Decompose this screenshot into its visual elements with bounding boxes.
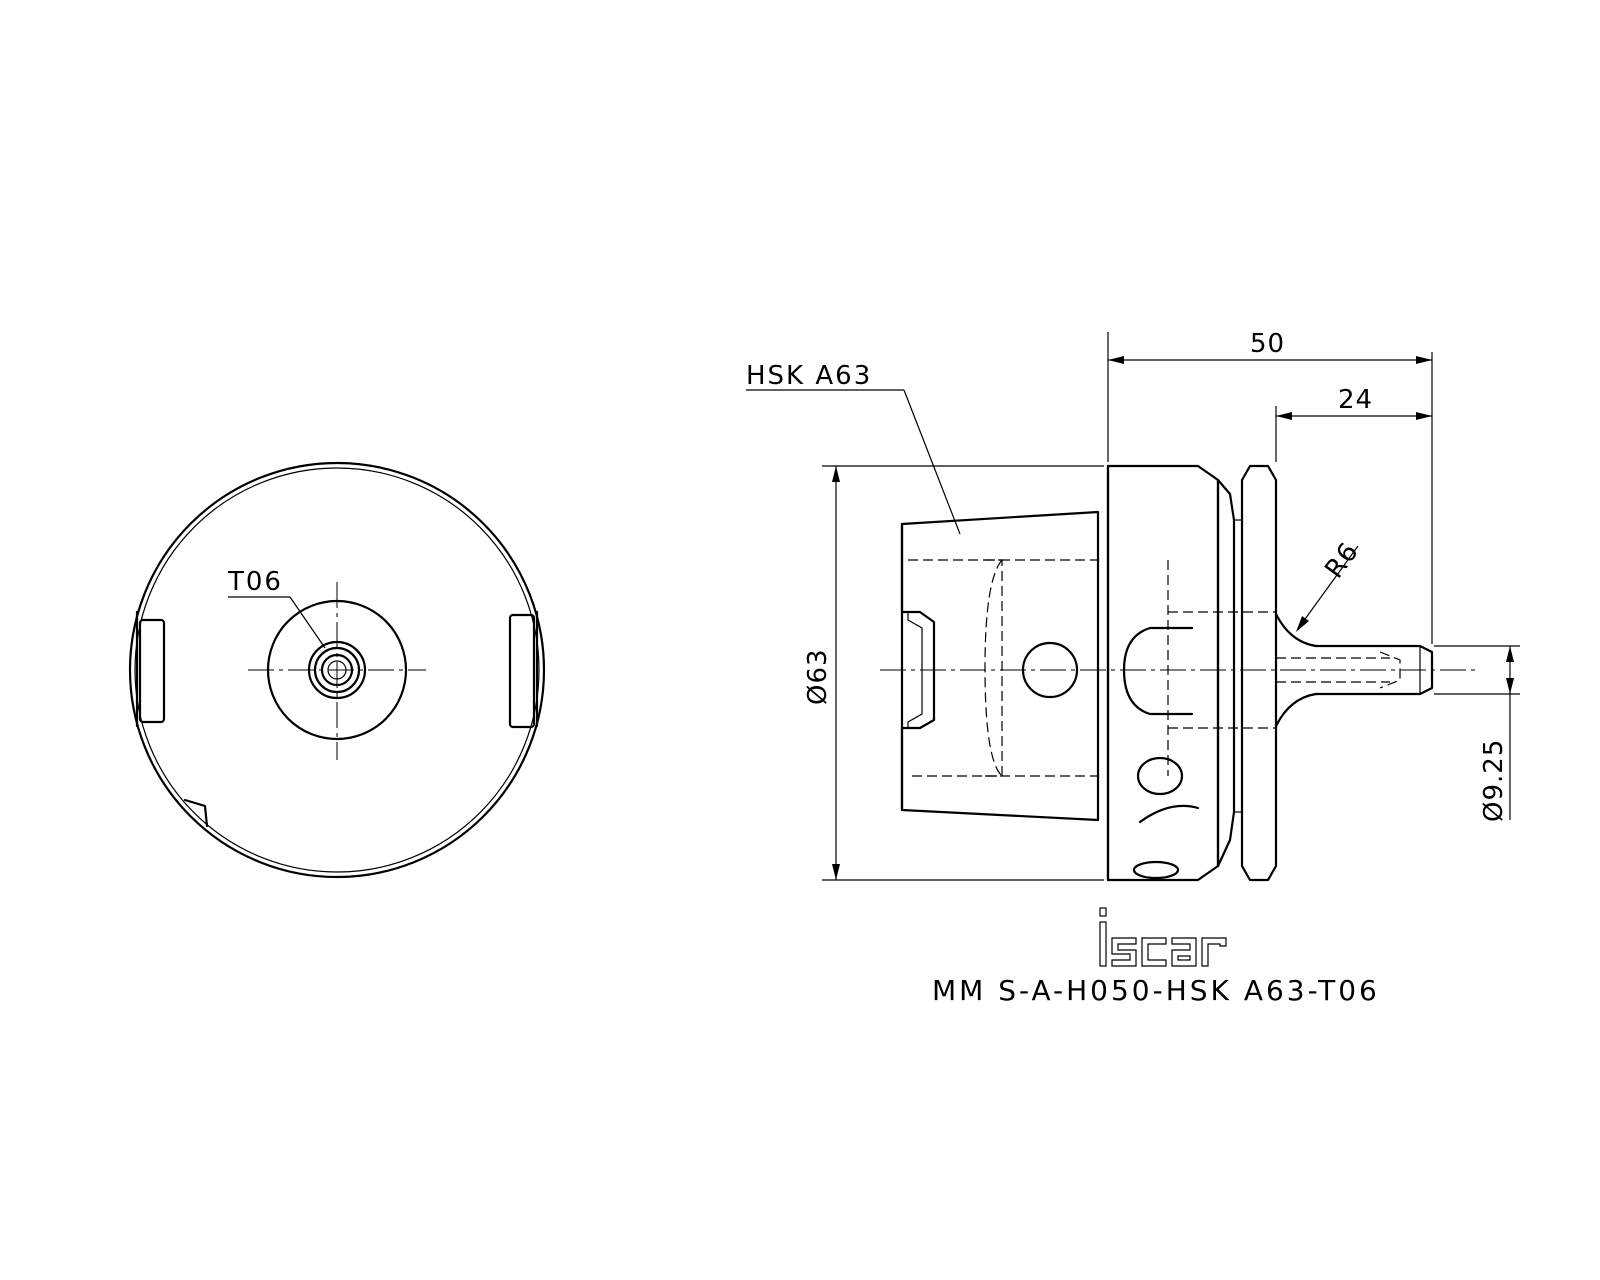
front-left-key [138,618,166,724]
flange-hole [1136,756,1184,796]
dim-radius: R6 [1319,537,1365,584]
dim-neck-length: 24 [1338,385,1373,415]
side-view [880,464,1480,882]
r6-leader [1299,545,1359,627]
dim-body-diameter: Ø63 [803,648,833,705]
hsk-leader [903,389,961,535]
part-number: MM S-A-H050-HSK A63-T06 [932,974,1380,1007]
dim-overall-length: 50 [1250,329,1285,359]
front-outer-circle [128,461,546,879]
t06-leader [289,596,326,649]
v-groove-left [1216,478,1236,868]
logo-i [1099,921,1107,967]
dim925-arrow-bottom [1506,678,1514,694]
taper-label: HSK A63 [746,361,872,391]
dim63-arrow-bottom [832,864,840,880]
logo-a [1171,937,1197,967]
front-inner-circle [134,467,540,873]
flange-slot-1 [1138,804,1200,824]
dim925-arrow-top [1506,646,1514,662]
dimensions: 50 24 Ø63 Ø9.25 R6 HSK A63 [746,329,1520,881]
flange-cutout [1122,626,1194,716]
front-view: T06 [128,461,546,879]
flange-slot-2 [1132,860,1180,880]
front-right-key [508,613,536,729]
dim50-arrow-right [1416,356,1432,364]
dim-shank-diameter: Ø9.25 [1479,739,1509,822]
thread-label: T06 [227,567,283,597]
logo-dot [1099,907,1107,917]
hsk-end-slot [900,522,936,812]
hsk-hidden-bore [908,559,1003,777]
hsk-hidden-curve [984,559,1003,777]
v-groove-ring [1240,464,1278,882]
r6-arrow [1296,616,1309,632]
front-notch [183,798,209,828]
logo-s [1111,937,1137,967]
dim24-arrow-right [1416,412,1432,420]
logo-r [1201,937,1227,967]
hsk-taper [900,510,1100,822]
dim50-arrow-left [1108,356,1124,364]
hsk-slot-inner [907,612,923,728]
brand-logo [1099,907,1227,967]
logo-c [1141,937,1167,967]
dim63-arrow-top [832,466,840,482]
dim24-arrow-left [1276,412,1292,420]
